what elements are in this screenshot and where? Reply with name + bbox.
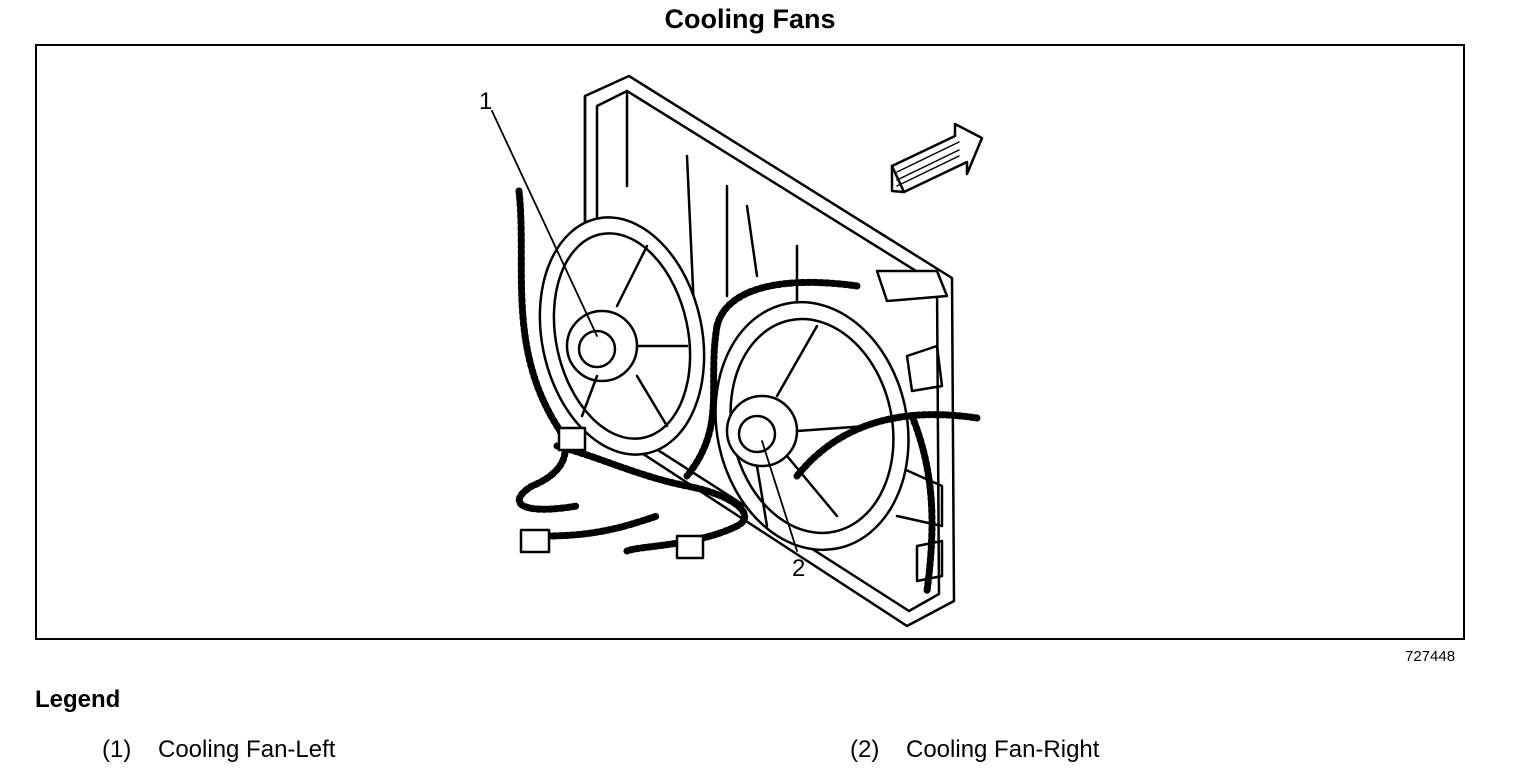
legend-item-2: (2) Cooling Fan-Right	[850, 736, 1099, 764]
connector-icon	[557, 426, 587, 452]
cooling-fans-illustration: 1 2	[479, 74, 984, 628]
callout-1-label: 1	[479, 88, 492, 115]
wiring-harness	[515, 187, 981, 595]
diagram-title: Cooling Fans	[664, 4, 836, 34]
figure-id: 727448	[1405, 648, 1456, 665]
callout-2-leader	[761, 440, 798, 552]
legend-heading: Legend	[35, 686, 121, 713]
legend-item-label: Cooling Fan-Left	[158, 736, 336, 763]
callout-1-leader	[491, 110, 598, 337]
connector-icon	[675, 534, 705, 560]
legend-item-label: Cooling Fan-Right	[906, 736, 1100, 763]
callout-2-label: 2	[792, 555, 805, 582]
legend-item-1: (1) Cooling Fan-Left	[102, 736, 335, 764]
direction-arrow-icon	[890, 122, 984, 194]
legend-item-number: (2)	[850, 736, 880, 763]
cooling-fan-left	[538, 216, 706, 456]
legend-item-number: (1)	[102, 736, 132, 763]
diagram-frame: 1 2	[35, 44, 1465, 640]
connector-icon	[519, 528, 551, 554]
cooling-fan-right	[714, 300, 910, 552]
